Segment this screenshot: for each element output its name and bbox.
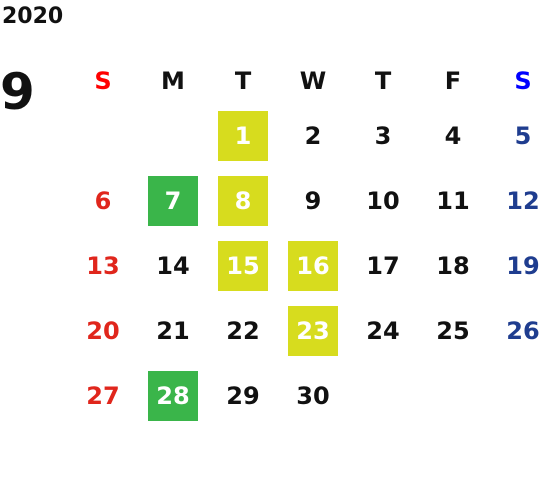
calendar-blank-cell: [68, 103, 138, 168]
calendar-day[interactable]: 28: [148, 370, 198, 421]
year-label: 2020: [2, 4, 64, 29]
calendar-day[interactable]: 15: [218, 240, 268, 291]
calendar-day-cell: 23: [278, 298, 348, 363]
calendar-day[interactable]: 12: [506, 186, 540, 215]
calendar-day[interactable]: 1: [218, 110, 268, 161]
calendar-day[interactable]: 5: [514, 121, 532, 150]
calendar-day-cell: 16: [278, 233, 348, 298]
calendar-day[interactable]: 17: [366, 251, 400, 280]
calendar-blank-cell: [138, 103, 208, 168]
calendar-day-cell: 20: [68, 298, 138, 363]
calendar-day[interactable]: 26: [506, 316, 540, 345]
calendar-day-cell: 4: [418, 103, 488, 168]
calendar-day[interactable]: 13: [86, 251, 120, 280]
weekday-header-mon: M: [161, 66, 185, 95]
calendar-day-cell: 3: [348, 103, 418, 168]
calendar-day-cell: 1: [208, 103, 278, 168]
calendar-day[interactable]: 29: [226, 381, 260, 410]
calendar-day[interactable]: 10: [366, 186, 400, 215]
calendar-day-cell: 18: [418, 233, 488, 298]
weekday-header-wed: W: [299, 66, 327, 95]
calendar-day[interactable]: 24: [366, 316, 400, 345]
calendar-day-cell: 22: [208, 298, 278, 363]
calendar-day-cell: 17: [348, 233, 418, 298]
calendar-day-cell: 15: [208, 233, 278, 298]
calendar-day[interactable]: 11: [436, 186, 470, 215]
calendar-day[interactable]: 23: [288, 305, 338, 356]
calendar-day[interactable]: 25: [436, 316, 470, 345]
calendar-day[interactable]: 22: [226, 316, 260, 345]
calendar-day[interactable]: 20: [86, 316, 120, 345]
calendar-day-cell: 9: [278, 168, 348, 233]
calendar-day[interactable]: 21: [156, 316, 190, 345]
calendar-day-cell: 2: [278, 103, 348, 168]
calendar-day[interactable]: 18: [436, 251, 470, 280]
calendar-day[interactable]: 9: [304, 186, 322, 215]
calendar-day[interactable]: 3: [374, 121, 392, 150]
calendar-day[interactable]: 14: [156, 251, 190, 280]
calendar-day-cell: 11: [418, 168, 488, 233]
calendar-day-cell: 27: [68, 363, 138, 428]
calendar-day[interactable]: 2: [304, 121, 322, 150]
calendar-day[interactable]: 19: [506, 251, 540, 280]
calendar-day[interactable]: 4: [444, 121, 462, 150]
calendar-day-cell: 29: [208, 363, 278, 428]
weekday-header-fri: F: [444, 66, 462, 95]
calendar-day-cell: 25: [418, 298, 488, 363]
calendar-day-cell: 21: [138, 298, 208, 363]
calendar-day-cell: 10: [348, 168, 418, 233]
calendar-day-cell: 8: [208, 168, 278, 233]
calendar-day-cell: 12: [488, 168, 548, 233]
calendar-day-cell: 26: [488, 298, 548, 363]
calendar-day[interactable]: 27: [86, 381, 120, 410]
calendar-day-cell: 28: [138, 363, 208, 428]
calendar-day-cell: 5: [488, 103, 548, 168]
calendar-day[interactable]: 6: [94, 186, 112, 215]
month-number: 9: [0, 63, 35, 121]
weekday-header-tue: T: [234, 66, 252, 95]
weekday-header-sat: S: [514, 66, 532, 95]
weekday-header-sun: S: [94, 66, 112, 95]
calendar-day[interactable]: 30: [296, 381, 330, 410]
calendar-day-cell: 30: [278, 363, 348, 428]
calendar-day-cell: 13: [68, 233, 138, 298]
calendar-day-cell: 6: [68, 168, 138, 233]
calendar-day[interactable]: 8: [218, 175, 268, 226]
weekday-header-thu: T: [374, 66, 392, 95]
calendar-day-cell: 14: [138, 233, 208, 298]
calendar-day[interactable]: 16: [288, 240, 338, 291]
calendar-day-cell: 19: [488, 233, 548, 298]
calendar-day-cell: 7: [138, 168, 208, 233]
calendar-day[interactable]: 7: [148, 175, 198, 226]
calendar-day-cell: 24: [348, 298, 418, 363]
